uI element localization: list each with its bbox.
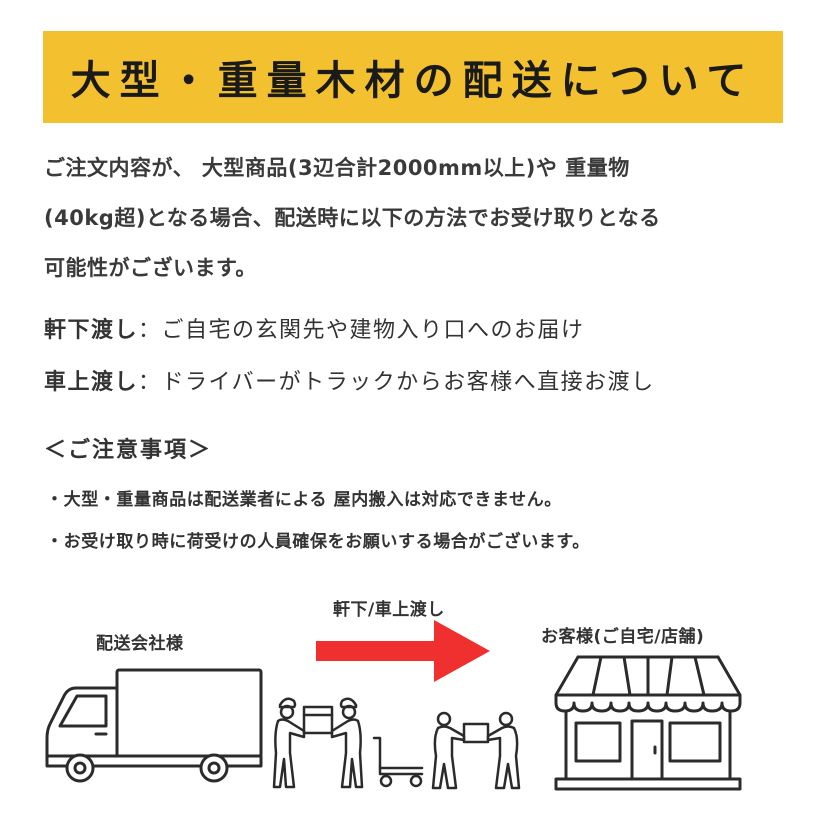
- title-banner: 大型・重量木材の配送について: [43, 31, 783, 123]
- intro-line: 可能性がございます。: [44, 256, 257, 280]
- two-people-carrying-box-icon: [272, 697, 364, 789]
- truck-icon: [45, 668, 263, 783]
- customer-label: お客様(ご自宅/店舗): [541, 627, 705, 647]
- notes-heading: ＜ご注意事項＞: [44, 438, 213, 463]
- delivery-method-label: 軒下/車上渡し: [333, 600, 445, 620]
- intro-line: ご注文内容が、 大型商品(3辺合計2000mm以上)や 重量物: [44, 156, 630, 180]
- hand-truck-icon: [372, 736, 424, 788]
- people-handing-box-icon: [431, 711, 521, 790]
- note-item: ・お受け取り時に荷受けの人員確保をお願いする場合がございます。: [46, 532, 590, 552]
- method-separator: ：: [138, 318, 162, 343]
- method-term: 車上渡し: [44, 370, 139, 395]
- storefront-icon: [554, 655, 742, 791]
- method-shajou: 車上渡し：ドライバーがトラックからお客様へ直接お渡し: [44, 364, 655, 396]
- method-separator: ：: [138, 370, 162, 395]
- method-nokishita: 軒下渡し：ご自宅の玄関先や建物入り口へのお届け: [44, 312, 585, 344]
- method-description: ご自宅の玄関先や建物入り口へのお届け: [161, 318, 585, 343]
- page-title: 大型・重量木材の配送について: [70, 58, 756, 104]
- intro-paragraph: ご注文内容が、 大型商品(3辺合計2000mm以上)や 重量物 (40kg超)と…: [44, 143, 789, 293]
- method-term: 軒下渡し: [44, 318, 139, 343]
- delivery-arrow-icon: [316, 620, 490, 682]
- intro-line: (40kg超)となる場合、配送時に以下の方法でお受け取りとなる: [44, 206, 661, 230]
- method-description: ドライバーがトラックからお客様へ直接お渡し: [161, 370, 655, 395]
- shipper-label: 配送会社様: [96, 634, 184, 654]
- note-item: ・大型・重量商品は配送業者による 屋内搬入は対応できません。: [46, 490, 562, 510]
